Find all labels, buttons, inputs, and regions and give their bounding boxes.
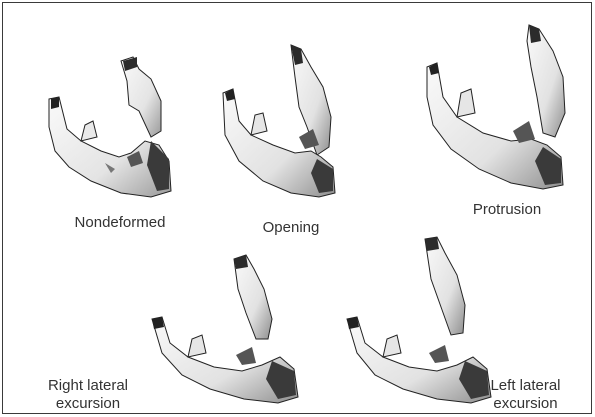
label-right-lateral: Right lateral excursion (23, 377, 153, 413)
mandible-nondeformed-image (11, 41, 186, 201)
label-nondeformed: Nondeformed (55, 214, 185, 232)
figure-frame: Nondeformed Opening (2, 2, 592, 414)
panel-opening (203, 37, 353, 207)
label-left-lateral: Left lateral excursion (468, 377, 583, 413)
panel-nondeformed (11, 41, 186, 201)
label-opening: Opening (241, 219, 341, 237)
mandible-right-lateral-image (138, 239, 318, 411)
mandible-protrusion-image (403, 17, 583, 202)
label-protrusion: Protrusion (447, 201, 567, 219)
panel-protrusion (403, 17, 583, 202)
panel-right-lateral (138, 239, 318, 411)
mandible-opening-image (203, 37, 353, 207)
